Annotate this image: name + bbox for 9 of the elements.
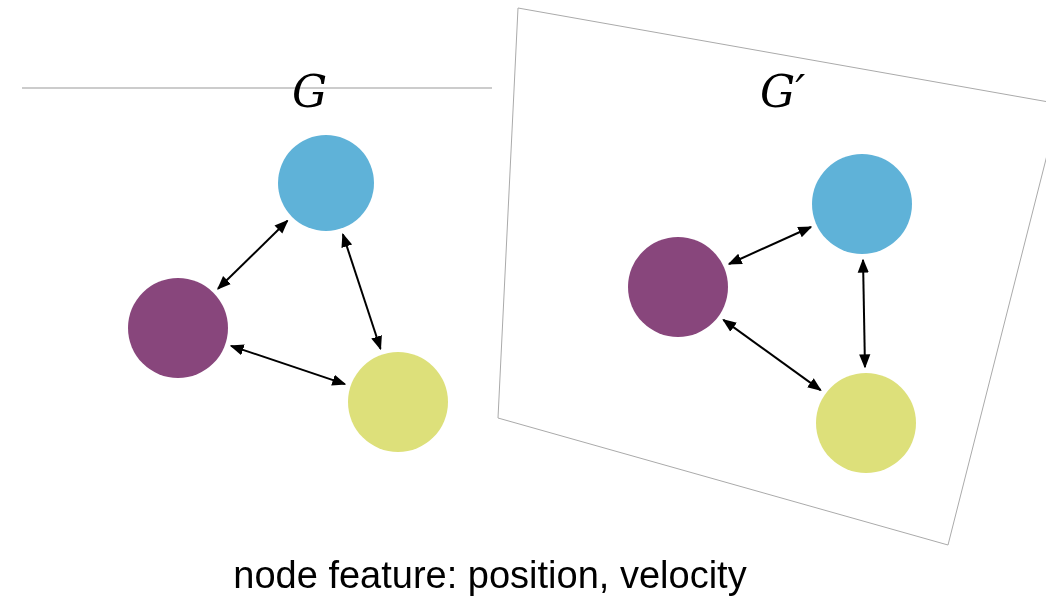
double-arrow	[229, 344, 347, 386]
double-arrow	[727, 226, 813, 265]
double-arrow	[722, 318, 822, 392]
graph-title: G	[292, 70, 328, 114]
caption: node feature: position, velocity	[232, 556, 748, 594]
graph-title: G′	[760, 70, 806, 114]
double-arrow	[857, 258, 871, 369]
double-arrow	[341, 232, 382, 351]
double-arrow	[217, 219, 289, 290]
